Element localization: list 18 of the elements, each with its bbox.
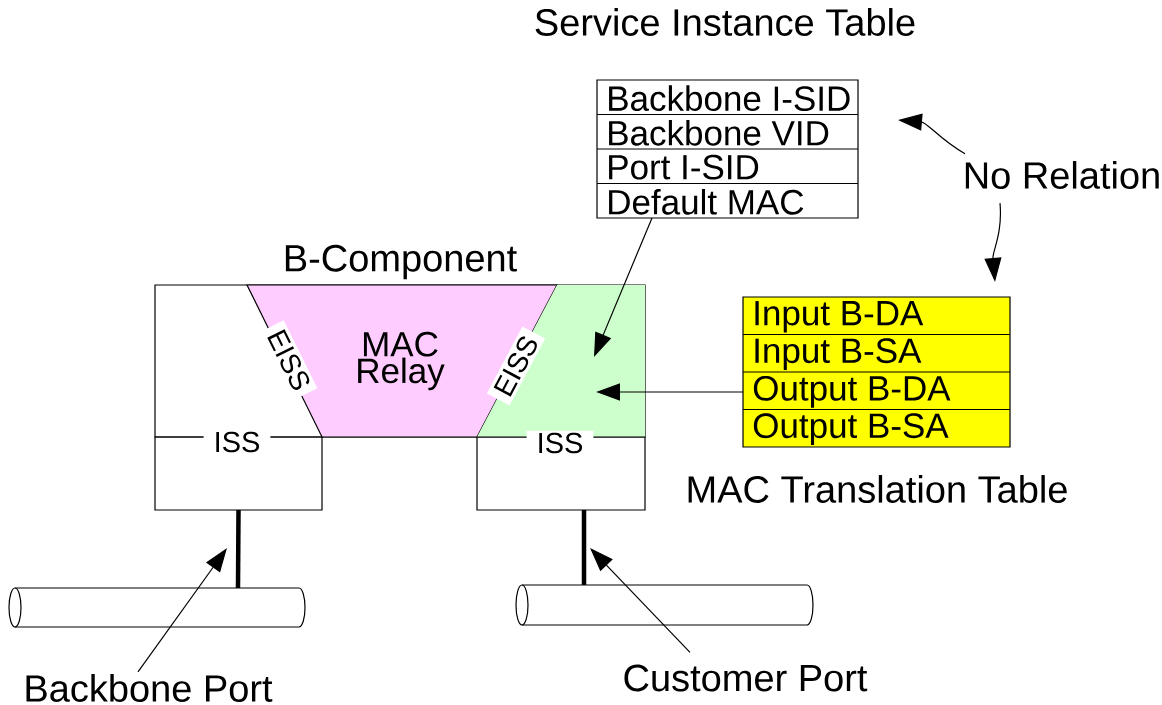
table-title: MAC Translation Table — [688, 475, 1067, 503]
cable-cylinder — [8, 587, 306, 628]
leader-line — [137, 548, 227, 673]
table: Input B-DA Input B-SA Output B-DA Output B-SA — [742, 296, 1011, 448]
table: Backbone I-SID Backbone VID Port I-SID Default MAC — [596, 79, 859, 219]
port-link — [581, 510, 587, 585]
port-link — [235, 510, 241, 588]
caption-text: No Relation — [965, 161, 1159, 189]
table-title: Service Instance Table — [535, 8, 915, 36]
port-box: ISS — [476, 430, 646, 511]
port-box: ISS — [154, 429, 323, 511]
cable-cylinder — [515, 584, 814, 626]
caption-text: Customer Port — [624, 664, 868, 692]
caption-text: Backbone Port — [26, 674, 273, 702]
component-title: B-Component — [285, 244, 517, 280]
interface-label: EISS — [486, 326, 546, 406]
interface-label: EISS — [260, 320, 318, 400]
leader-line — [590, 548, 691, 653]
